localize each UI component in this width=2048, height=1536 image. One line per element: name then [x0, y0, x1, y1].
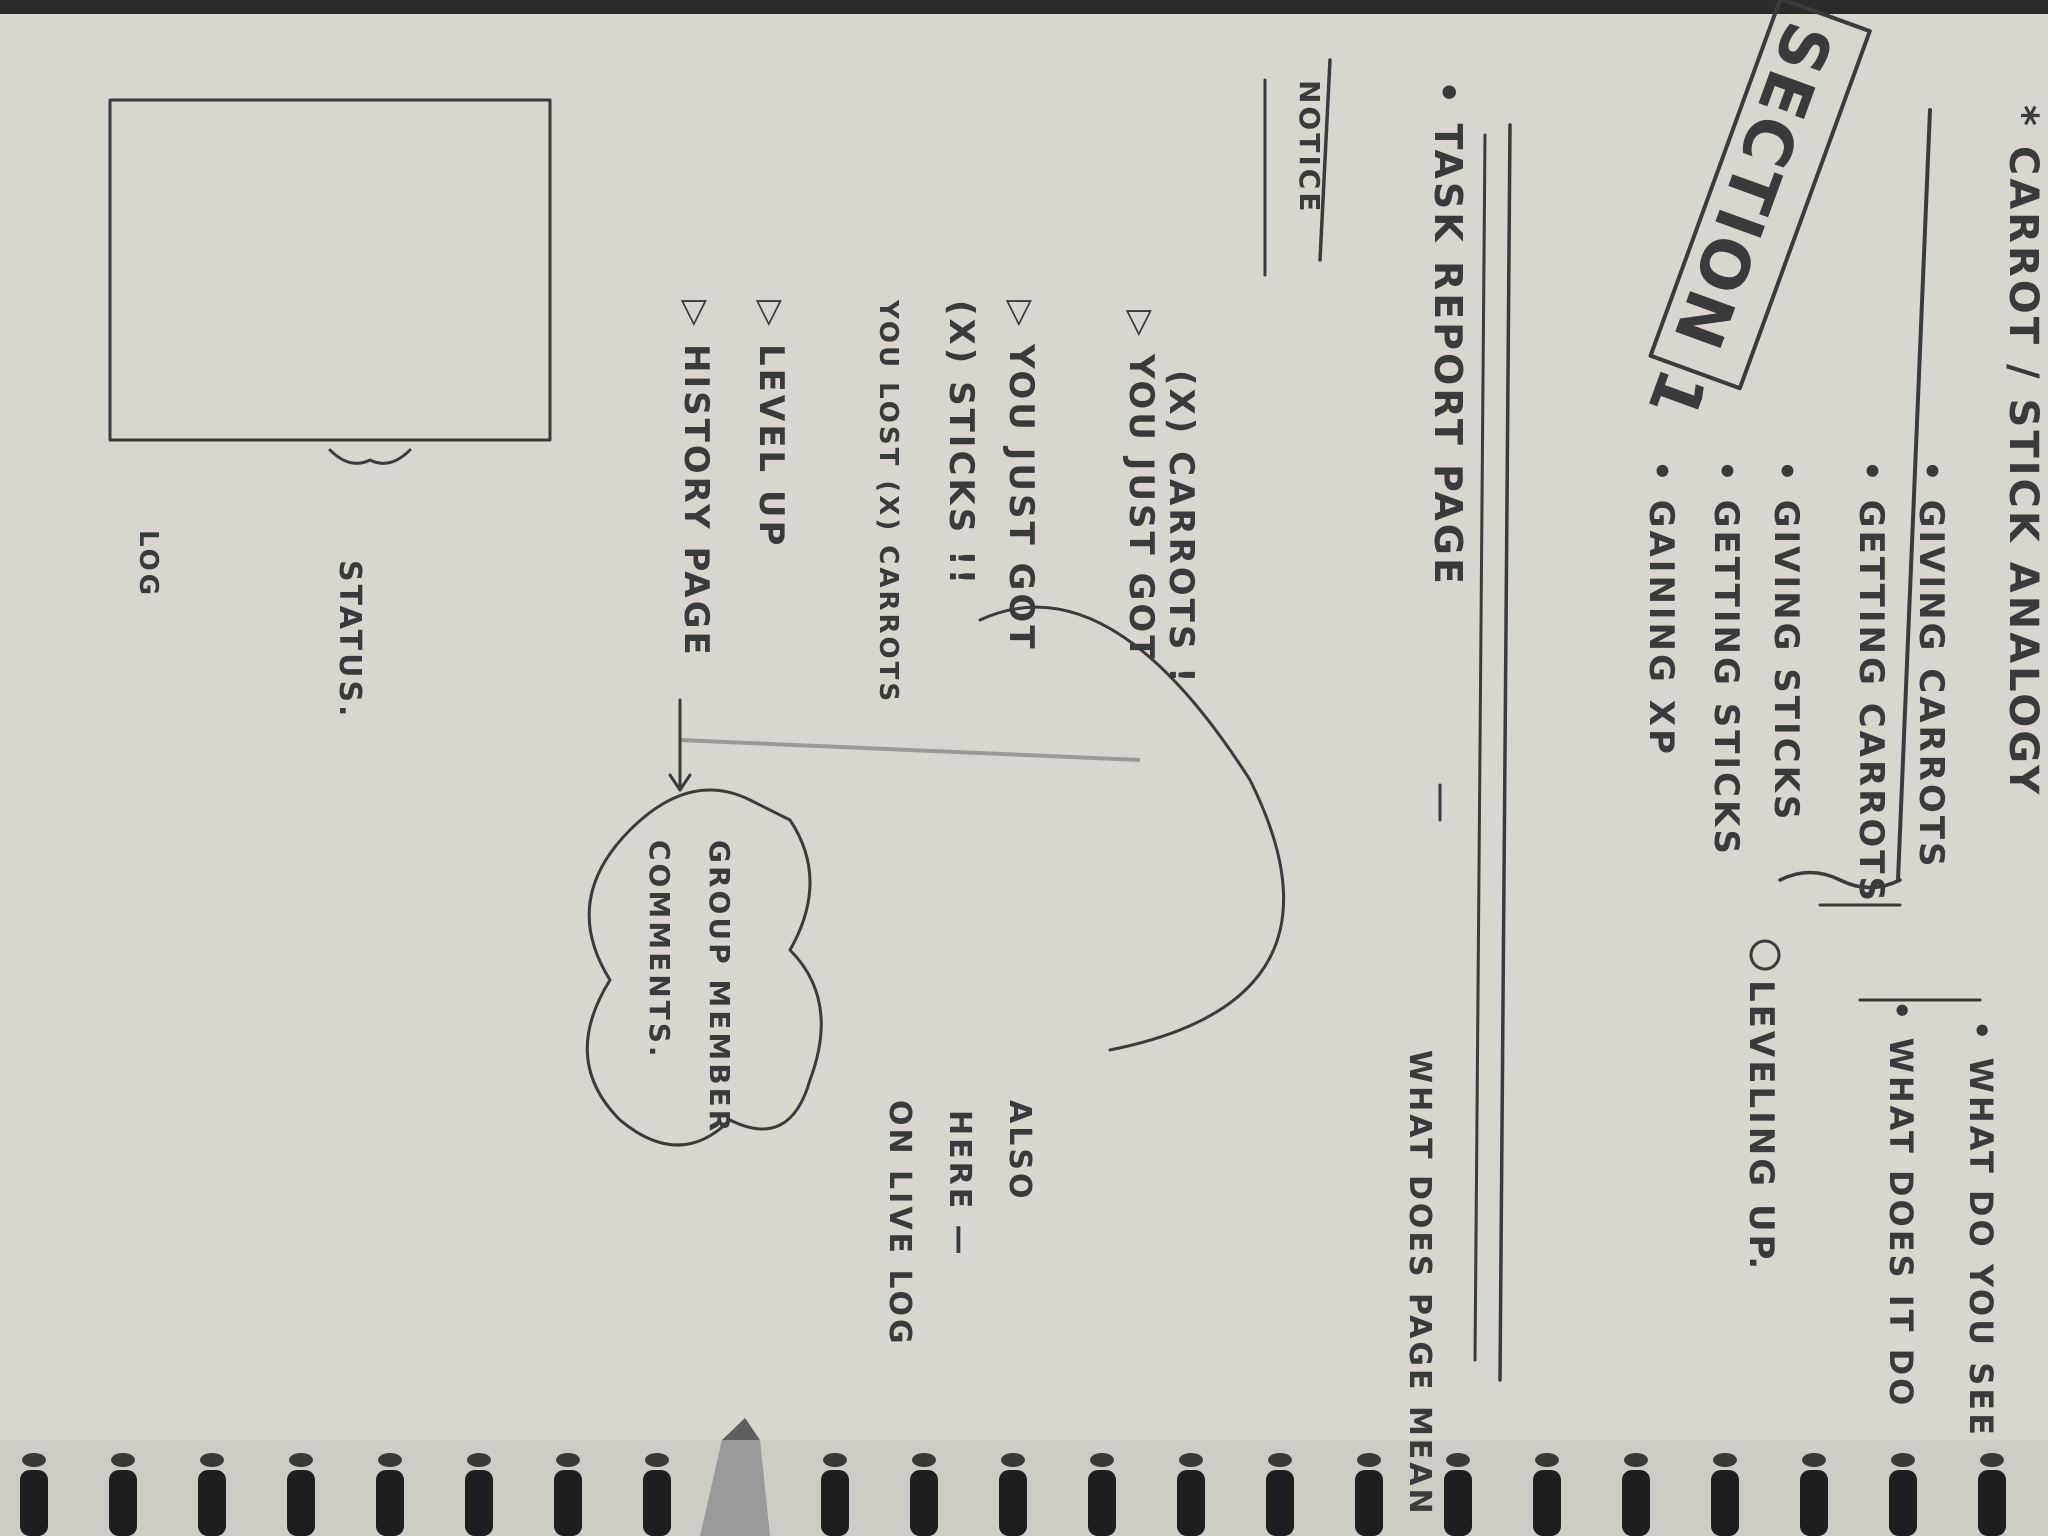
- spiral-hole: [1713, 1453, 1737, 1467]
- spiral-hole: [1179, 1453, 1203, 1467]
- question-item: • WHAT DOES IT DO: [1882, 1000, 1920, 1408]
- top-shadow: [0, 0, 2048, 14]
- bullet-line: ▷ YOU JUST GOT: [1001, 300, 1041, 652]
- spiral-hole: [912, 1453, 936, 1467]
- spiral-ring: [20, 1470, 48, 1536]
- spiral-hole: [1624, 1453, 1648, 1467]
- spiral-hole: [1001, 1453, 1025, 1467]
- spiral-ring: [1622, 1470, 1650, 1536]
- spiral-ring: [1889, 1470, 1917, 1536]
- spiral-ring: [1355, 1470, 1383, 1536]
- notes-rotated: * CARROT / STICK ANALOGY SECTION 1 • GIV…: [108, 0, 2046, 1517]
- spiral-hole: [200, 1453, 224, 1467]
- carrot-list-item: • GETTING CARROTS: [1851, 460, 1891, 904]
- spiral-ring: [1266, 1470, 1294, 1536]
- carrot-list-item: • GETTING STICKS: [1706, 460, 1746, 857]
- bullet-line: ▷ HISTORY PAGE: [676, 300, 716, 658]
- spiral-hole: [556, 1453, 580, 1467]
- bullet-line: (X) STICKS !!: [941, 300, 981, 587]
- task-report-title: • TASK REPORT PAGE: [1426, 80, 1470, 587]
- spiral-hole: [1357, 1453, 1381, 1467]
- spiral-ring: [1177, 1470, 1205, 1536]
- bullet-line: ▷ YOU JUST GOT: [1121, 310, 1161, 662]
- spiral-ring: [910, 1470, 938, 1536]
- pen-tip: [700, 1418, 770, 1536]
- log-label: LOG: [133, 530, 163, 598]
- spiral-hole: [467, 1453, 491, 1467]
- history-page-sketch: [108, 98, 552, 442]
- spiral-ring: [1711, 1470, 1739, 1536]
- spiral-ring: [821, 1470, 849, 1536]
- question-item: • WHAT DO YOU SEE: [1962, 1020, 2000, 1438]
- spiral-hole: [1891, 1453, 1915, 1467]
- status-label: STATUS.: [332, 560, 367, 719]
- spiral-ring: [1800, 1470, 1828, 1536]
- also-note-line: ALSO: [1002, 1100, 1037, 1201]
- spiral-ring: [1978, 1470, 2006, 1536]
- spiral-hole: [1802, 1453, 1826, 1467]
- spiral-hole: [22, 1453, 46, 1467]
- spiral-ring: [1533, 1470, 1561, 1536]
- carrot-list-item: • GAINING XP: [1641, 460, 1681, 757]
- spiral-ring: [376, 1470, 404, 1536]
- also-note-line: HERE —: [942, 1110, 977, 1258]
- notice-label: NOTICE: [1293, 80, 1326, 214]
- spiral-ring: [287, 1470, 315, 1536]
- spiral-hole: [1268, 1453, 1292, 1467]
- spiral-ring: [554, 1470, 582, 1536]
- spiral-ring: [999, 1470, 1027, 1536]
- brace-mark: [1778, 870, 1902, 890]
- also-note-line: ON LIVE LOG: [882, 1100, 917, 1347]
- page-meaning-question: WHAT DOES PAGE MEAN: [1402, 1050, 1437, 1517]
- leveling-note: LEVELING UP.: [1741, 980, 1781, 1272]
- spiral-hole: [1090, 1453, 1114, 1467]
- spiral-hole: [111, 1453, 135, 1467]
- spiral-binding: [20, 1453, 2006, 1536]
- spiral-ring: [198, 1470, 226, 1536]
- spiral-hole: [645, 1453, 669, 1467]
- spiral-hole: [378, 1453, 402, 1467]
- spiral-ring: [465, 1470, 493, 1536]
- bullet-line: ▷ LEVEL UP: [751, 300, 791, 548]
- spiral-hole: [823, 1453, 847, 1467]
- spiral-ring: [643, 1470, 671, 1536]
- spiral-hole: [1446, 1453, 1470, 1467]
- carrot-list-item: • GIVING STICKS: [1766, 460, 1806, 822]
- spiral-ring: [109, 1470, 137, 1536]
- notes-heading: * CARROT / STICK ANALOGY: [2000, 105, 2046, 797]
- spiral-ring: [1088, 1470, 1116, 1536]
- carrot-list-item: • GIVING CARROTS: [1911, 460, 1951, 870]
- connector-curve: [978, 605, 1285, 1052]
- spiral-hole: [1980, 1453, 2004, 1467]
- spiral-hole: [1535, 1453, 1559, 1467]
- comments-cloud: [585, 788, 823, 1147]
- spiral-ring: [1444, 1470, 1472, 1536]
- bullet-line: (X) CARROTS !: [1161, 370, 1201, 686]
- group-comment-line: GROUP MEMBER: [703, 840, 736, 1134]
- bullet-line: YOU LOST (X) CARROTS: [873, 299, 903, 704]
- group-comment-line: COMMENTS.: [643, 840, 676, 1060]
- spiral-hole: [289, 1453, 313, 1467]
